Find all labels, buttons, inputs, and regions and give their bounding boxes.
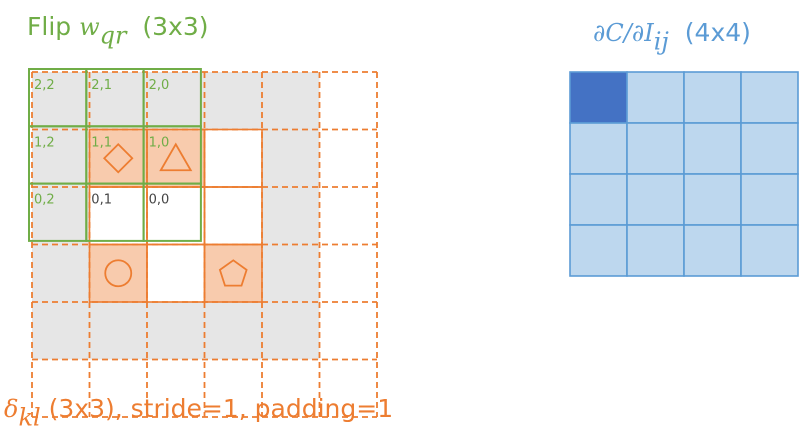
kernel-index-label: 2,0: [149, 78, 170, 93]
gradient-cell: [626, 173, 685, 226]
padding-cell: [262, 187, 320, 245]
delta-cell: [204, 129, 262, 187]
gradient-subscript: ij: [653, 27, 669, 56]
gradient-symbol: ∂C/∂I: [593, 19, 654, 47]
diamond-icon: [102, 142, 134, 174]
delta-cell: [89, 244, 147, 302]
delta-cell: [204, 244, 262, 302]
kernel-index-label: 2,2: [34, 78, 55, 93]
gradient-cell: [626, 71, 685, 124]
flipped-kernel-grid: 2,2 2,1 2,0 1,2 1,1 1,0 0,2 0,1 0,0: [28, 68, 202, 242]
padding-cell: [204, 302, 262, 360]
padding-cell: [89, 302, 147, 360]
gradient-cell: [683, 173, 742, 226]
kernel-index-label: 1,1: [91, 135, 112, 150]
gradient-cell: [740, 122, 799, 175]
gradient-cell: [740, 173, 799, 226]
padding-cell: [262, 302, 320, 360]
kernel-size: (3x3): [142, 12, 209, 41]
delta-cell: [147, 129, 205, 187]
padding-cell: [262, 244, 320, 302]
kernel-symbol: w: [79, 13, 100, 41]
padding-cell: [32, 129, 90, 187]
padding-cell: [32, 244, 90, 302]
kernel-title-prefix: Flip: [27, 12, 80, 41]
padding-cell: [147, 302, 205, 360]
padding-cell: [147, 72, 205, 130]
delta-cell: [89, 187, 147, 245]
gradient-cell: [626, 122, 685, 175]
kernel-title: Flip wqr (3x3): [27, 14, 209, 47]
kernel-index-label: 0,2: [34, 193, 55, 208]
triangle-icon: [159, 142, 193, 172]
circle-icon: [104, 259, 133, 288]
gradient-title: ∂C/∂Iij (4x4): [593, 20, 751, 53]
delta-cell-border: [203, 243, 263, 303]
gradient-grid: [569, 71, 799, 277]
kernel-index-label: 0,1: [91, 193, 112, 208]
padding-cell: [32, 72, 90, 130]
padding-cell: [262, 72, 320, 130]
delta-cell: [147, 244, 205, 302]
gradient-cell: [569, 224, 628, 277]
gradient-cell-highlighted: [569, 71, 628, 124]
delta-cell: [204, 187, 262, 245]
gradient-cell: [683, 122, 742, 175]
padding-cell: [204, 72, 262, 130]
kernel-index-label: 0,0: [149, 193, 170, 208]
padding-cell: [89, 72, 147, 130]
gradient-cell: [569, 173, 628, 226]
gradient-cell: [569, 122, 628, 175]
padding-cell: [32, 302, 90, 360]
padding-cell: [262, 129, 320, 187]
delta-subscript: kl: [18, 403, 41, 432]
pentagon-icon: [218, 259, 248, 287]
kernel-index-label: 1,2: [34, 135, 55, 150]
kernel-cell: [142, 182, 202, 242]
delta-symbol: δ: [4, 395, 19, 423]
padded-delta-grid: [31, 71, 378, 418]
gradient-cell: [740, 224, 799, 277]
delta-cell: [89, 129, 147, 187]
padding-cell: [32, 187, 90, 245]
gradient-cell: [626, 224, 685, 277]
kernel-subscript: qr: [99, 21, 127, 50]
gradient-cell: [683, 71, 742, 124]
gradient-cell: [683, 224, 742, 277]
gradient-size: (4x4): [684, 18, 751, 47]
gradient-cell: [740, 71, 799, 124]
kernel-index-label: 1,0: [149, 135, 170, 150]
kernel-index-label: 2,1: [91, 78, 112, 93]
delta-cell: [147, 187, 205, 245]
